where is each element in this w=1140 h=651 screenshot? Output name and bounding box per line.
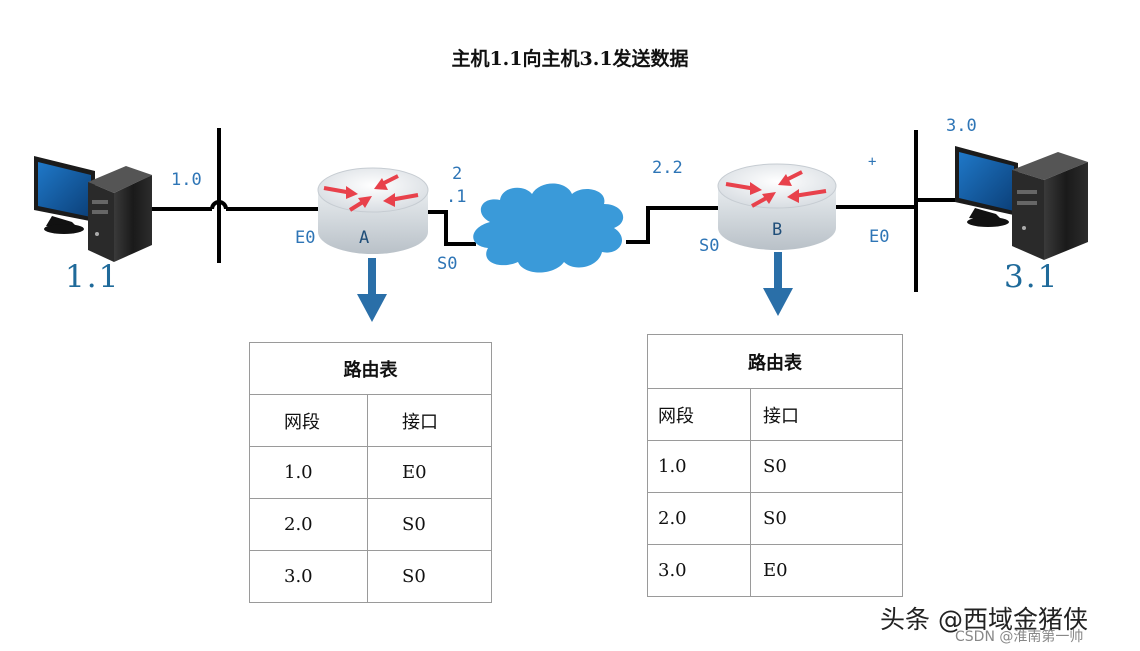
interface-cell: S0 [367,550,492,603]
router-b-s0-label: S0 [699,236,720,256]
router-a-s0-label: S0 [437,254,458,274]
router-a-icon [317,167,429,254]
router-b-icon [717,163,837,250]
interface-cell: E0 [750,544,903,597]
table-row: 3.0 E0 [647,544,903,597]
router-a-name: A [359,228,370,248]
interface-cell: S0 [750,440,903,493]
router-a-routing-table: 路由表 网段 接口 1.0 E0 2.0 S0 3.0 S0 [249,342,492,603]
interface-cell: S0 [367,498,492,551]
router-a-s0-address-bottom: .1 [446,187,467,207]
column-header-network: 网段 [647,388,751,441]
router-b-table-arrow [763,252,793,316]
wan-cloud-icon [473,183,624,273]
network-cell: 1.0 [249,446,368,499]
router-b-routing-table: 路由表 网段 接口 1.0 S0 2.0 S0 3.0 E0 [647,334,903,597]
router-b-name: B [772,220,783,240]
interface-cell: E0 [367,446,492,499]
segment-3-network-label: 3.0 [946,116,977,136]
column-header-network: 网段 [249,394,368,447]
link-router-a-cloud [426,210,476,246]
routing-table-title: 路由表 [647,334,903,389]
routing-table-title: 路由表 [249,342,492,395]
network-cell: 2.0 [249,498,368,551]
table-row: 2.0 S0 [647,492,903,545]
network-cell: 1.0 [647,440,751,493]
network-cell: 3.0 [647,544,751,597]
watermark-sub: CSDN @淮南第一帅 [955,629,1084,645]
table-row: 3.0 S0 [249,550,492,603]
plus-mark: + [868,154,877,170]
router-a-e0-label: E0 [295,228,316,248]
table-row: 1.0 E0 [249,446,492,499]
table-row: 2.0 S0 [249,498,492,551]
router-a-s0-address-top: 2 [452,164,463,184]
watermark: 头条 @西域金猪侠 [880,605,1088,634]
diagram-title: 主机1.1向主机3.1发送数据 [451,48,689,70]
host-3-label: 3.1 [1004,259,1060,295]
router-b-s0-address: 2.2 [652,158,683,178]
segment-1-network-label: 1.0 [171,170,202,190]
column-header-interface: 接口 [750,388,903,441]
router-a-table-arrow [357,258,387,322]
interface-cell: S0 [750,492,903,545]
network-cell: 2.0 [647,492,751,545]
host-1-label: 1.1 [65,259,121,295]
table-row: 1.0 S0 [647,440,903,493]
host-1-computer-icon [34,156,152,262]
router-b-e0-label: E0 [869,227,890,247]
column-header-interface: 接口 [367,394,492,447]
network-cell: 3.0 [249,550,368,603]
link-cloud-router-b [626,206,720,244]
host-3-computer-icon [955,146,1088,260]
